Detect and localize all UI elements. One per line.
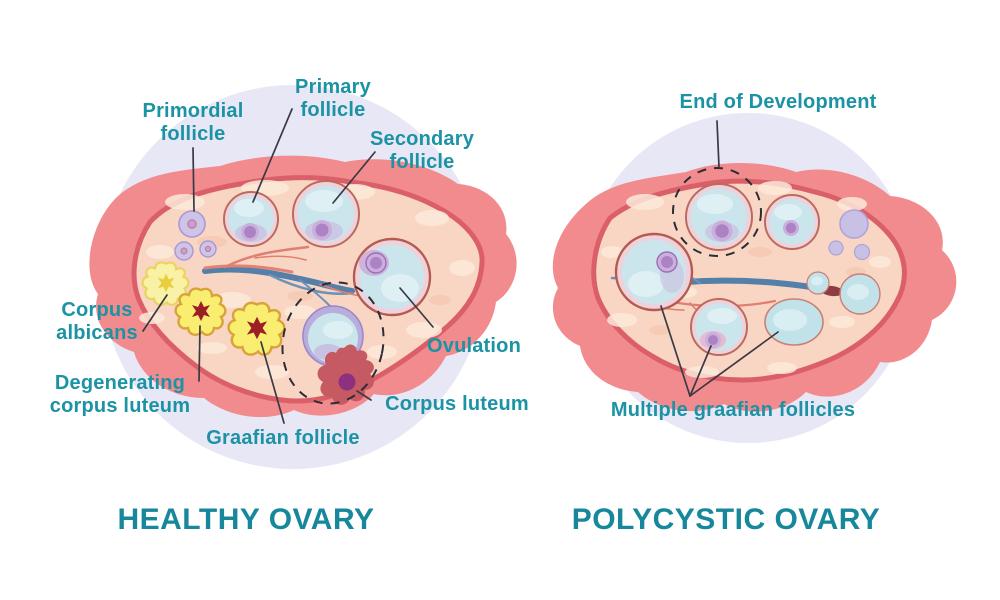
label-end-of-development: End of Development bbox=[679, 91, 877, 113]
right-dashed-circle bbox=[672, 167, 762, 257]
secondary-follicle-shape bbox=[292, 180, 360, 248]
label-corpus-luteum: Corpus luteum bbox=[385, 393, 529, 415]
corpus-luteum-yellow-shape bbox=[227, 301, 286, 356]
polycystic-ovary-illustration bbox=[552, 113, 957, 443]
ovulation-follicle-shape bbox=[352, 237, 432, 317]
released-ovum-shape bbox=[317, 344, 374, 405]
label-secondary-follicle: Secondary follicle bbox=[369, 128, 475, 173]
title-healthy-ovary: HEALTHY OVARY bbox=[117, 503, 375, 536]
label-corpus-albicans: Corpus albicans bbox=[56, 299, 138, 344]
primordial-follicles bbox=[174, 210, 217, 261]
left-tissue-spots bbox=[139, 180, 475, 379]
pcos-follicle-top bbox=[685, 183, 753, 251]
title-polycystic-ovary: POLYCYSTIC OVARY bbox=[571, 503, 881, 536]
label-graafian-follicle: Graafian follicle bbox=[206, 427, 360, 449]
label-degenerating-corpus-luteum: Degenerating corpus luteum bbox=[49, 372, 191, 417]
healthy-ovary-illustration bbox=[89, 85, 517, 469]
pcos-follicle-large-left bbox=[614, 232, 694, 312]
left-dashed-ellipse bbox=[281, 281, 385, 405]
left-leader-lines bbox=[142, 108, 434, 424]
label-multiple-graafian-follicles: Multiple graafian follicles bbox=[610, 399, 856, 421]
pcos-plain-cysts bbox=[764, 271, 881, 346]
pcos-lavender-cysts bbox=[828, 209, 871, 261]
label-ovulation: Ovulation bbox=[426, 335, 522, 357]
label-primordial-follicle: Primordial follicle bbox=[142, 100, 244, 145]
pcos-follicle-bottom bbox=[690, 298, 748, 356]
right-leader-lines bbox=[660, 120, 779, 397]
pcos-follicle-top-right bbox=[764, 194, 820, 250]
primary-follicle-shape bbox=[223, 191, 279, 247]
label-primary-follicle: Primary follicle bbox=[295, 76, 371, 121]
